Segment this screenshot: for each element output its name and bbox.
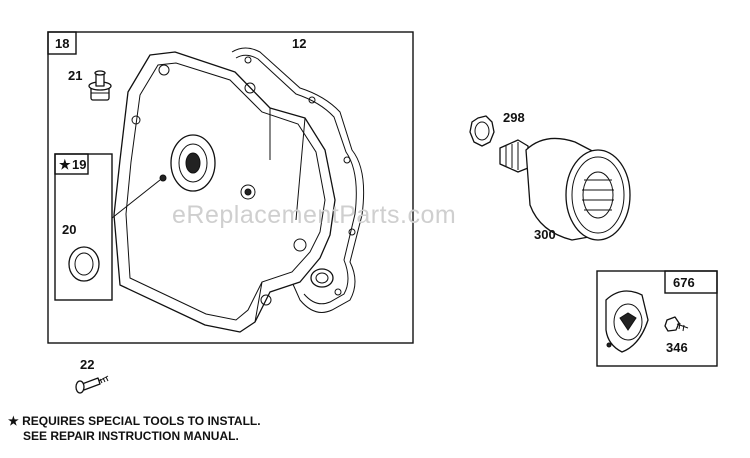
callout-346: 346 [666, 340, 688, 355]
footnote-text-1: REQUIRES SPECIAL TOOLS TO INSTALL. [22, 414, 261, 428]
callout-19: 19 [72, 157, 86, 172]
oil-plug-21: 21 [68, 68, 112, 101]
footnote-line-1: ★ REQUIRES SPECIAL TOOLS TO INSTALL. [8, 414, 261, 429]
footnote: ★ REQUIRES SPECIAL TOOLS TO INSTALL. SEE… [8, 414, 261, 444]
footnote-line-2: SEE REPAIR INSTRUCTION MANUAL. [8, 429, 261, 444]
gasket-12: 12 [231, 36, 365, 313]
screw-22: 22 [75, 357, 109, 394]
callout-18: 18 [55, 36, 69, 51]
callout-298: 298 [503, 110, 525, 125]
oil-seal-20 [68, 246, 100, 282]
star-marker-note: ★ [8, 414, 19, 428]
callout-21: 21 [68, 68, 82, 83]
starter-300: 300 [499, 137, 631, 242]
group-box-18: 18 [47, 31, 414, 344]
lock-nut-298: 298 [469, 110, 525, 147]
group-box-676: 676 346 [596, 270, 718, 367]
watermark-text: eReplacementParts.com [172, 201, 456, 229]
group-box-19: ★ 19 20 [54, 153, 167, 301]
footnote-text-2: SEE REPAIR INSTRUCTION MANUAL. [23, 429, 239, 443]
callout-676: 676 [673, 275, 695, 290]
callout-12: 12 [292, 36, 306, 51]
crankcase-cover [113, 51, 336, 333]
callout-20: 20 [62, 222, 76, 237]
star-marker: ★ [59, 157, 71, 172]
callout-300: 300 [534, 227, 556, 242]
callout-22: 22 [80, 357, 94, 372]
